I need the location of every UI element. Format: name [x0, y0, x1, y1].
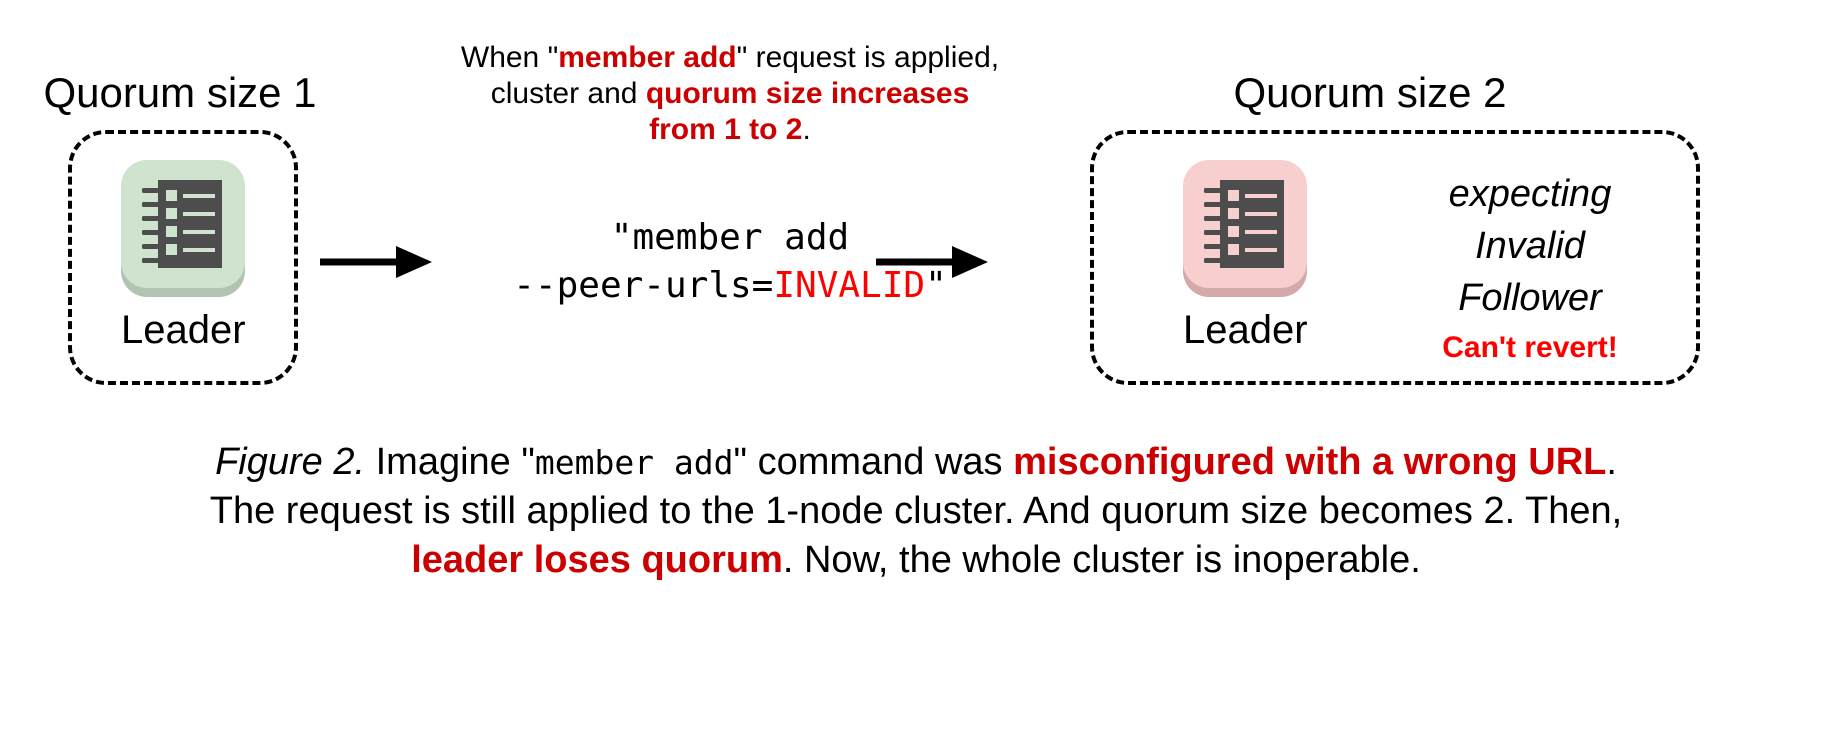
- annotation-l3-highlight: from 1 to 2: [649, 113, 803, 146]
- command-invalid-value: INVALID: [773, 265, 926, 306]
- caption-line-3: leader loses quorum. Now, the whole clus…: [0, 536, 1832, 585]
- annotation-l1-highlight: member add: [558, 41, 737, 74]
- annotation-l3-post: .: [802, 113, 811, 146]
- status-line-2: Invalid: [1475, 225, 1585, 267]
- caption-highlight-2: leader loses quorum: [411, 539, 783, 581]
- figure-caption: Figure 2. Imagine "member add" command w…: [0, 438, 1832, 585]
- annotation-l2-pre: cluster and: [490, 77, 646, 110]
- follower-status-text: expecting Invalid Follower: [1390, 168, 1670, 324]
- command-line-2: --peer-urls=INVALID": [390, 262, 1070, 310]
- left-leader-label: Leader: [121, 308, 246, 352]
- caption-part-4: . Now, the whole cluster is inoperable.: [782, 539, 1421, 581]
- caption-line-1: Figure 2. Imagine "member add" command w…: [0, 438, 1832, 487]
- caption-figure-label: Figure 2.: [215, 441, 366, 483]
- command-line-1: "member add: [610, 217, 850, 258]
- caption-highlight-1: misconfigured with a wrong URL: [1013, 441, 1607, 483]
- annotation-line-3: from 1 to 2.: [390, 112, 1070, 148]
- server-icon: [140, 176, 226, 272]
- right-cluster-box: [1090, 130, 1700, 385]
- annotation-l2-highlight: quorum size increases: [645, 77, 970, 110]
- server-tile-green: [121, 160, 246, 288]
- caption-part-3: .: [1606, 441, 1617, 483]
- server-icon: [1202, 176, 1288, 272]
- right-leader-node: Leader: [1183, 160, 1308, 350]
- annotation-l1-post: " request is applied,: [736, 41, 1000, 74]
- arrow-right-icon-1: [318, 240, 434, 284]
- left-cluster-box: [68, 130, 298, 385]
- right-cluster-title: Quorum size 2: [1233, 69, 1507, 116]
- annotation-line-2: cluster and quorum size increases: [390, 76, 1070, 112]
- command-closing-quote: ": [925, 265, 947, 306]
- annotation-l1-pre: When ": [460, 41, 559, 74]
- right-leader-label: Leader: [1183, 308, 1308, 352]
- status-line-1: expecting: [1448, 173, 1612, 215]
- caption-part-1: Imagine ": [365, 441, 535, 483]
- server-tile-red: [1183, 160, 1308, 288]
- annotation-line-1: When "member add" request is applied,: [390, 40, 1070, 76]
- command-flag: --peer-urls=: [513, 265, 774, 306]
- status-line-3: Follower: [1458, 277, 1602, 319]
- arrow-right-icon-2: [874, 240, 990, 284]
- left-leader-node: Leader: [121, 160, 246, 350]
- caption-mono-command: member add: [534, 443, 734, 482]
- left-cluster-title: Quorum size 1: [43, 69, 317, 116]
- annotation-text: When "member add" request is applied, cl…: [390, 40, 1070, 148]
- cant-revert-warning: Can't revert!: [1442, 331, 1618, 364]
- command-text: "member add --peer-urls=INVALID": [390, 214, 1070, 310]
- caption-part-2: " command was: [733, 441, 1014, 483]
- caption-line-2: The request is still applied to the 1-no…: [209, 490, 1623, 532]
